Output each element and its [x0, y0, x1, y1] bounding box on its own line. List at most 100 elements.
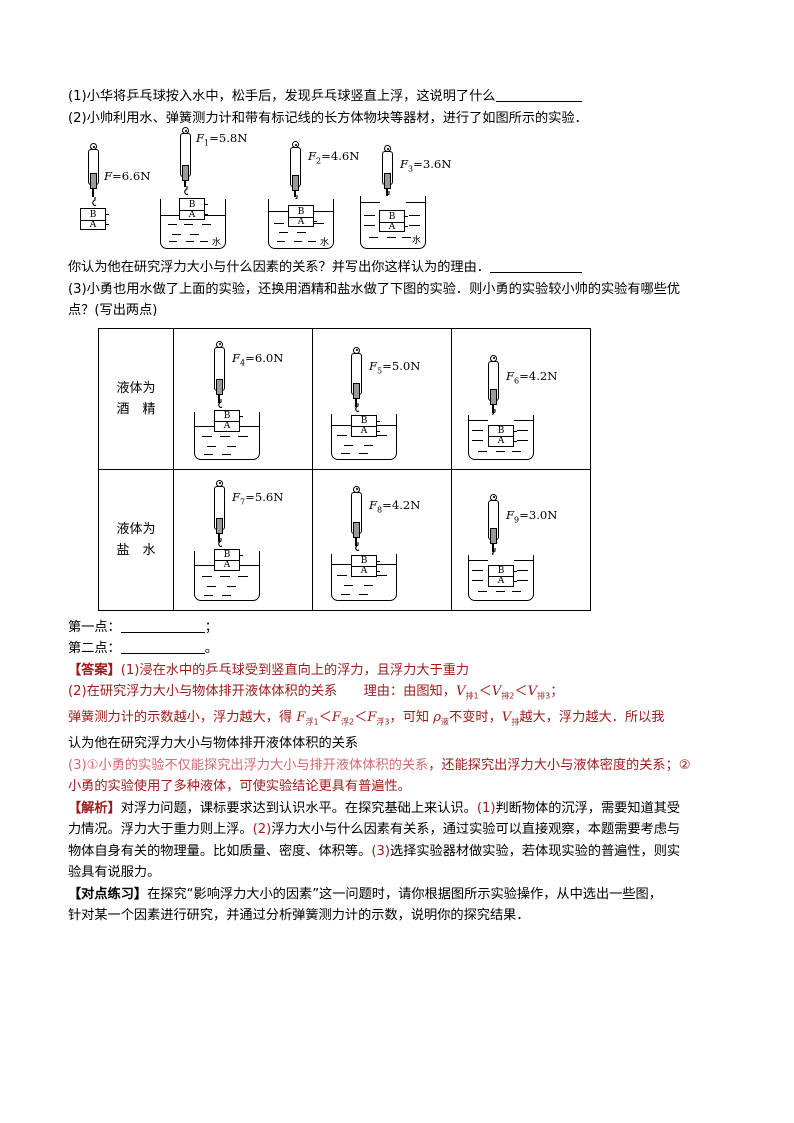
point-2-label: 第二点：	[68, 641, 121, 656]
block-tick-upper	[204, 204, 208, 205]
answer-2-line2-a: 弹簧测力计的示数越小，浮力越大，得	[68, 710, 297, 726]
block-midline	[289, 216, 313, 218]
test-block-F: B A	[80, 208, 109, 230]
answer-blank-q2[interactable]	[490, 260, 582, 273]
scale-rod	[492, 539, 495, 552]
liquid-dash	[344, 444, 353, 446]
scale-rod	[294, 187, 297, 197]
test-block-F6: B A	[488, 424, 517, 447]
scale-plunger	[490, 388, 497, 405]
liquid-dash	[277, 241, 285, 242]
liquid-dash	[472, 439, 483, 441]
block-label-A: A	[360, 566, 368, 576]
block-tick-lower	[376, 570, 380, 572]
liquid-dash	[207, 585, 216, 587]
formula-F3-sub: 浮3	[376, 717, 390, 727]
scale-hook-icon	[354, 402, 363, 412]
formula-lt-1: ＜	[478, 684, 492, 699]
liquid-dash	[517, 429, 528, 431]
answer-line-2a: (2)在研究浮力大小与物体排开液体体积的关系 理由：由图知，V排1＜V排2＜V排…	[68, 681, 728, 707]
liquid-surface-right	[314, 211, 333, 212]
force-label-F3: F3=3.6N	[400, 157, 451, 173]
scale-rod	[355, 533, 358, 546]
block-midline	[380, 221, 404, 223]
liquid-label-line1: 液体为	[116, 380, 156, 396]
force-subscript: 1	[204, 138, 210, 148]
liquid-surface-left	[195, 564, 214, 566]
block-label-B: B	[188, 199, 196, 210]
liquid-experiment-table: 液体为 酒 精 B	[98, 327, 591, 611]
liquid-dash	[402, 237, 411, 238]
scale-plunger	[490, 527, 497, 544]
scale-hook-icon	[183, 186, 192, 196]
practice-text-2: 针对某一个因素进行研究，并通过分析弹簧测力计的示数，说明你的探究结果．	[68, 908, 530, 924]
formula-V1: V	[455, 684, 466, 699]
scale-plunger	[216, 378, 223, 395]
formula-F2: F	[331, 710, 341, 726]
force-value: =4.2N	[519, 368, 558, 383]
scale-rod	[218, 390, 221, 403]
point-2-punct: 。	[204, 641, 218, 656]
analysis-text-5: 物体自身有关的物理量。比如质量、密度、体积等。	[68, 843, 372, 859]
block-midline	[489, 436, 513, 437]
force-symbol: F	[400, 157, 409, 171]
block-tick-upper	[513, 570, 517, 572]
answer-line-3a: (3)①小勇的实验不仅能探究出浮力大小与排开液体体积的关系，还能探究出浮力大小与…	[68, 755, 728, 777]
scale-hook-icon	[217, 398, 226, 408]
liquid-dash	[369, 237, 378, 238]
test-block-F7: B A	[214, 548, 243, 571]
practice-tag: 【对点练习】	[68, 886, 148, 902]
answer-2-line2-c: 不变时，	[449, 710, 502, 726]
cell-F5: B A F5=5.0N	[312, 327, 452, 470]
analysis-tag: 【解析】	[68, 800, 121, 816]
block-tick-lower	[376, 430, 380, 432]
scale-plunger	[384, 173, 391, 189]
liquid-dash	[200, 241, 208, 242]
block-label-B: B	[497, 566, 505, 576]
block-midline	[180, 209, 204, 211]
liquid-dash	[496, 450, 505, 452]
block-tick-lower	[404, 226, 408, 227]
liquid-dash	[409, 215, 420, 216]
liquid-dash	[204, 453, 213, 455]
liquid-dash	[308, 241, 316, 242]
analysis-text-3: 力情况。浮力大于重力则上浮。	[68, 822, 253, 838]
question-3-line1: (3)小勇也用水做了上面的实验，还换用酒精和盐水做了下图的实验．则小勇的实验较小…	[68, 279, 728, 301]
block-tick-upper	[105, 214, 109, 215]
liquid-dash	[222, 453, 231, 455]
answer-2-part1: (2)在研究浮力大小与物体排开液体体积的关系	[68, 684, 338, 699]
block-tick-lower	[513, 580, 517, 582]
water-char-label: 水	[320, 238, 330, 248]
answer-blank-point2[interactable]	[120, 641, 205, 654]
answer-blank-q1[interactable]	[495, 89, 582, 102]
force-subscript: 2	[316, 156, 322, 166]
formula-lt-3: ＜	[318, 710, 332, 726]
liquid-dash	[472, 579, 483, 581]
liquid-dash	[359, 593, 368, 595]
scale-plunger	[182, 165, 189, 181]
scale-plunger	[353, 382, 360, 399]
block-midline	[352, 566, 376, 567]
answer-blank-point1[interactable]	[120, 620, 205, 633]
test-block-F1: B A	[179, 198, 208, 220]
table-row-saltwater: 液体为 盐 水 B	[98, 468, 591, 611]
liquid-dash	[359, 452, 368, 454]
formula-V-sub: 排	[511, 717, 520, 727]
liquid-dash	[220, 575, 230, 577]
liquid-dash	[364, 444, 373, 446]
analysis-line-1: 【解析】对浮力问题，课标要求达到认识水平。在探究基础上来认识。(1)判断物体的沉…	[68, 798, 728, 820]
block-label-A: A	[89, 219, 97, 230]
force-value: =4.2N	[382, 497, 421, 512]
force-value: =5.6N	[245, 489, 284, 504]
test-block-F3: B A	[379, 210, 408, 232]
question-1-text: (1)小华将乒乓球按入水中，松手后，发现乒乓球竖直上浮，这说明了什么	[68, 89, 496, 104]
apparatus-F7: B A F7=5.6N	[174, 470, 312, 610]
liquid-dash	[337, 574, 347, 576]
block-label-A: A	[188, 209, 196, 220]
analysis-text-7: 验具有说服力。	[68, 865, 161, 881]
block-midline	[215, 560, 239, 561]
liquid-dash	[190, 234, 199, 235]
liquid-surface-right	[514, 559, 533, 561]
analysis-text-6: 选择实验器材做实验，若体现实验的普遍性，则实	[390, 843, 681, 859]
row-label-saltwater: 液体为 盐 水	[98, 468, 174, 611]
